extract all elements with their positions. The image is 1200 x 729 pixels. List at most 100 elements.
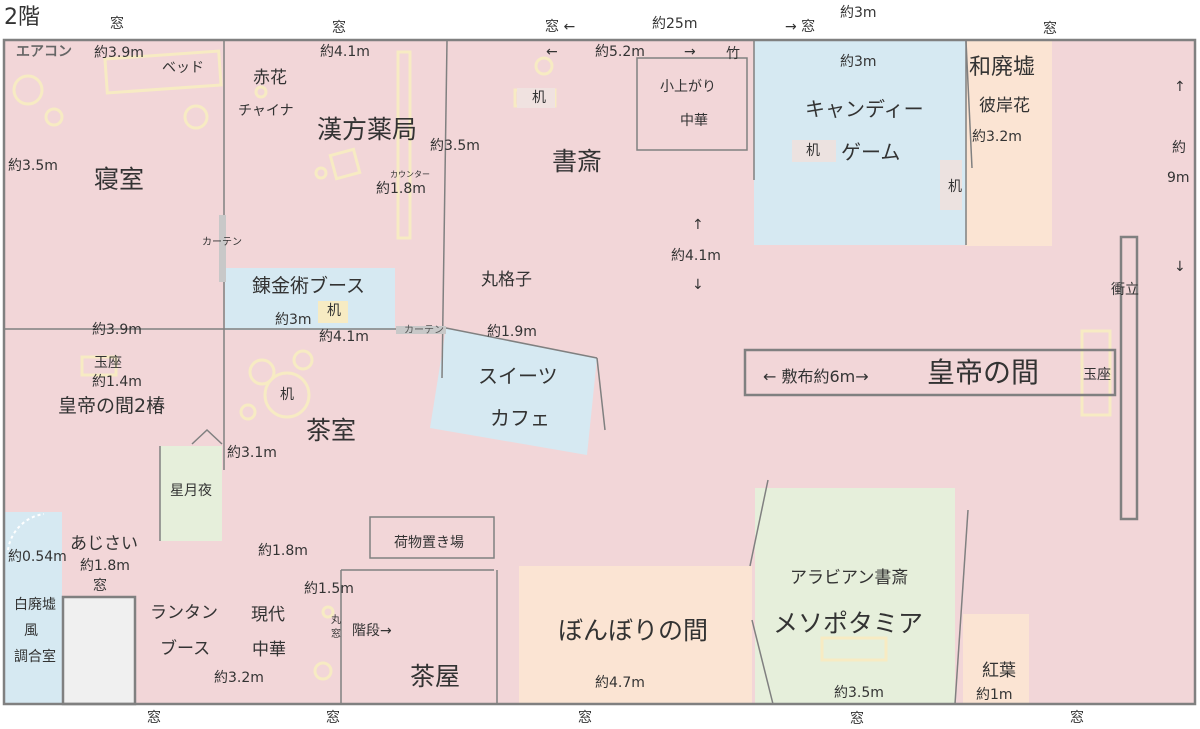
dim-3-2m-top: 約3.2m <box>972 129 1022 145</box>
curtain-left <box>219 215 226 282</box>
decor-layer <box>12 49 1112 681</box>
top-arrow-left: 窓 ← <box>545 19 576 35</box>
window-label: 窓 <box>326 710 340 726</box>
room-wahaikyo: 和廃墟 <box>969 55 1036 80</box>
desk-study-top <box>517 88 555 108</box>
desk-study-label: 机 <box>532 90 546 106</box>
luggage-area-label: 荷物置き場 <box>394 535 464 551</box>
throne-label-left: 玉座 <box>94 355 122 371</box>
room-tea: 茶室 <box>306 416 357 445</box>
bonbori-zone <box>519 566 752 704</box>
dim-4-1m-alchemy: 約4.1m <box>319 329 369 345</box>
dim-3-9m-mid: 約3.9m <box>92 322 142 338</box>
desk-tea-label: 机 <box>280 387 294 403</box>
dim-1-5m: 約1.5m <box>304 581 354 597</box>
dim-1-8m-low: 約1.8m <box>258 543 308 559</box>
desk-candy-label: 机 <box>806 143 820 159</box>
hoshizukiyo-zone <box>160 446 222 541</box>
luggage-box <box>369 516 495 559</box>
room-koyo: 紅葉 <box>982 661 1016 681</box>
room-ajisai: あじさい <box>70 534 138 554</box>
wall <box>751 619 774 705</box>
wall <box>965 40 973 169</box>
throne-large <box>1080 329 1112 417</box>
rug-dimension: ← 敷布約6m→ <box>763 367 869 386</box>
counter-label: カウンター <box>390 170 430 179</box>
dim-1-4m: 約1.4m <box>92 374 142 390</box>
room-shiro-2: 風 <box>24 623 38 639</box>
desk-candy-right <box>940 160 962 210</box>
dim-3-1m: 約3.1m <box>227 445 277 461</box>
room-emperor-2: 皇帝の間2椿 <box>58 395 166 417</box>
room-game: ゲーム <box>841 140 901 164</box>
room-hoshizukiyo: 星月夜 <box>170 483 212 499</box>
wall <box>596 357 606 431</box>
decor-circle <box>12 74 44 106</box>
right-dim-9m: 9m <box>1167 170 1190 186</box>
dim-1-8m-ajisai: 約1.8m <box>80 558 130 574</box>
throne-small <box>80 355 118 377</box>
bamboo-label: 竹 <box>726 46 740 62</box>
koyo-dimension: 約1m <box>976 687 1013 703</box>
decor-circle <box>248 358 276 386</box>
dim-3-2m-bottom: 約3.2m <box>214 670 264 686</box>
door-arc <box>7 513 45 551</box>
window-label: 窓 <box>578 710 592 726</box>
room-candy: キャンディー <box>805 97 924 121</box>
room-shiro-3: 調合室 <box>14 649 56 665</box>
decor-circle <box>292 349 314 371</box>
koagari-china-label: 中華 <box>680 113 708 129</box>
room-gendai-china: 中華 <box>252 640 286 660</box>
room-bonbori: ぼんぼりの間 <box>558 616 709 645</box>
dim-arrow-left: ← <box>546 44 558 60</box>
room-study: 書斎 <box>552 147 603 176</box>
dim-3-5m-bottom: 約3.5m <box>834 685 884 701</box>
marugoushi-label: 丸格子 <box>481 270 532 290</box>
decor-circle <box>44 107 64 127</box>
decor-circle <box>239 403 257 421</box>
room-emperor: 皇帝の間 <box>927 356 1040 389</box>
dim-3m-candy: 約3m <box>840 54 877 70</box>
desk-candy-right-label: 机 <box>948 179 962 195</box>
window-label: 窓 <box>1070 710 1084 726</box>
right-arrow-up: ↑ <box>1174 79 1186 95</box>
decor-bar <box>820 636 888 662</box>
wall <box>441 40 448 379</box>
stairs-label: 階段→ <box>352 623 392 639</box>
wall-layer <box>4 40 973 705</box>
bed-label: ベッド <box>162 60 204 76</box>
decor-square <box>328 147 362 181</box>
decor-stick <box>396 50 412 240</box>
top-width-dimension: 約25m <box>652 16 698 32</box>
wall <box>954 509 969 705</box>
curtain-label-mid: カーテン <box>404 325 444 336</box>
curtain-mid <box>396 326 446 334</box>
decor-circle <box>183 104 209 130</box>
room-shiro-1: 白廃墟 <box>14 597 56 613</box>
throne-label-right: 玉座 <box>1083 367 1111 383</box>
top-arrow-right: → 窓 <box>785 19 816 35</box>
desk-alchemy <box>318 301 348 323</box>
decor-circle <box>254 85 268 99</box>
window-label: 窓 <box>1043 21 1057 37</box>
decor-circle <box>313 661 333 681</box>
top-3m-dimension: 約3m <box>840 5 877 21</box>
wall <box>445 327 598 359</box>
shiro-haikyo-zone <box>4 512 62 704</box>
desk-alchemy-label: 机 <box>327 303 341 319</box>
aircon-label: エアコン <box>16 44 72 60</box>
dim-4-7m: 約4.7m <box>595 675 645 691</box>
room-mesopotamia: メソポタミア <box>773 609 924 638</box>
window-label: 窓 <box>110 16 124 32</box>
round-window-label: 丸窓 <box>331 615 341 640</box>
screen-partition <box>1119 235 1139 521</box>
room-bedroom: 寝室 <box>94 165 145 194</box>
decor-circle <box>314 166 328 180</box>
floor-title: 2階 <box>4 5 40 30</box>
room-alchemy-booth: 錬金術ブース <box>252 275 366 297</box>
window-label: 窓 <box>332 20 346 36</box>
dim-3-5m-mid: 約3.5m <box>430 138 480 154</box>
arabian-study-label: アラビアン書斎 <box>790 568 909 588</box>
stair-block <box>61 595 137 706</box>
